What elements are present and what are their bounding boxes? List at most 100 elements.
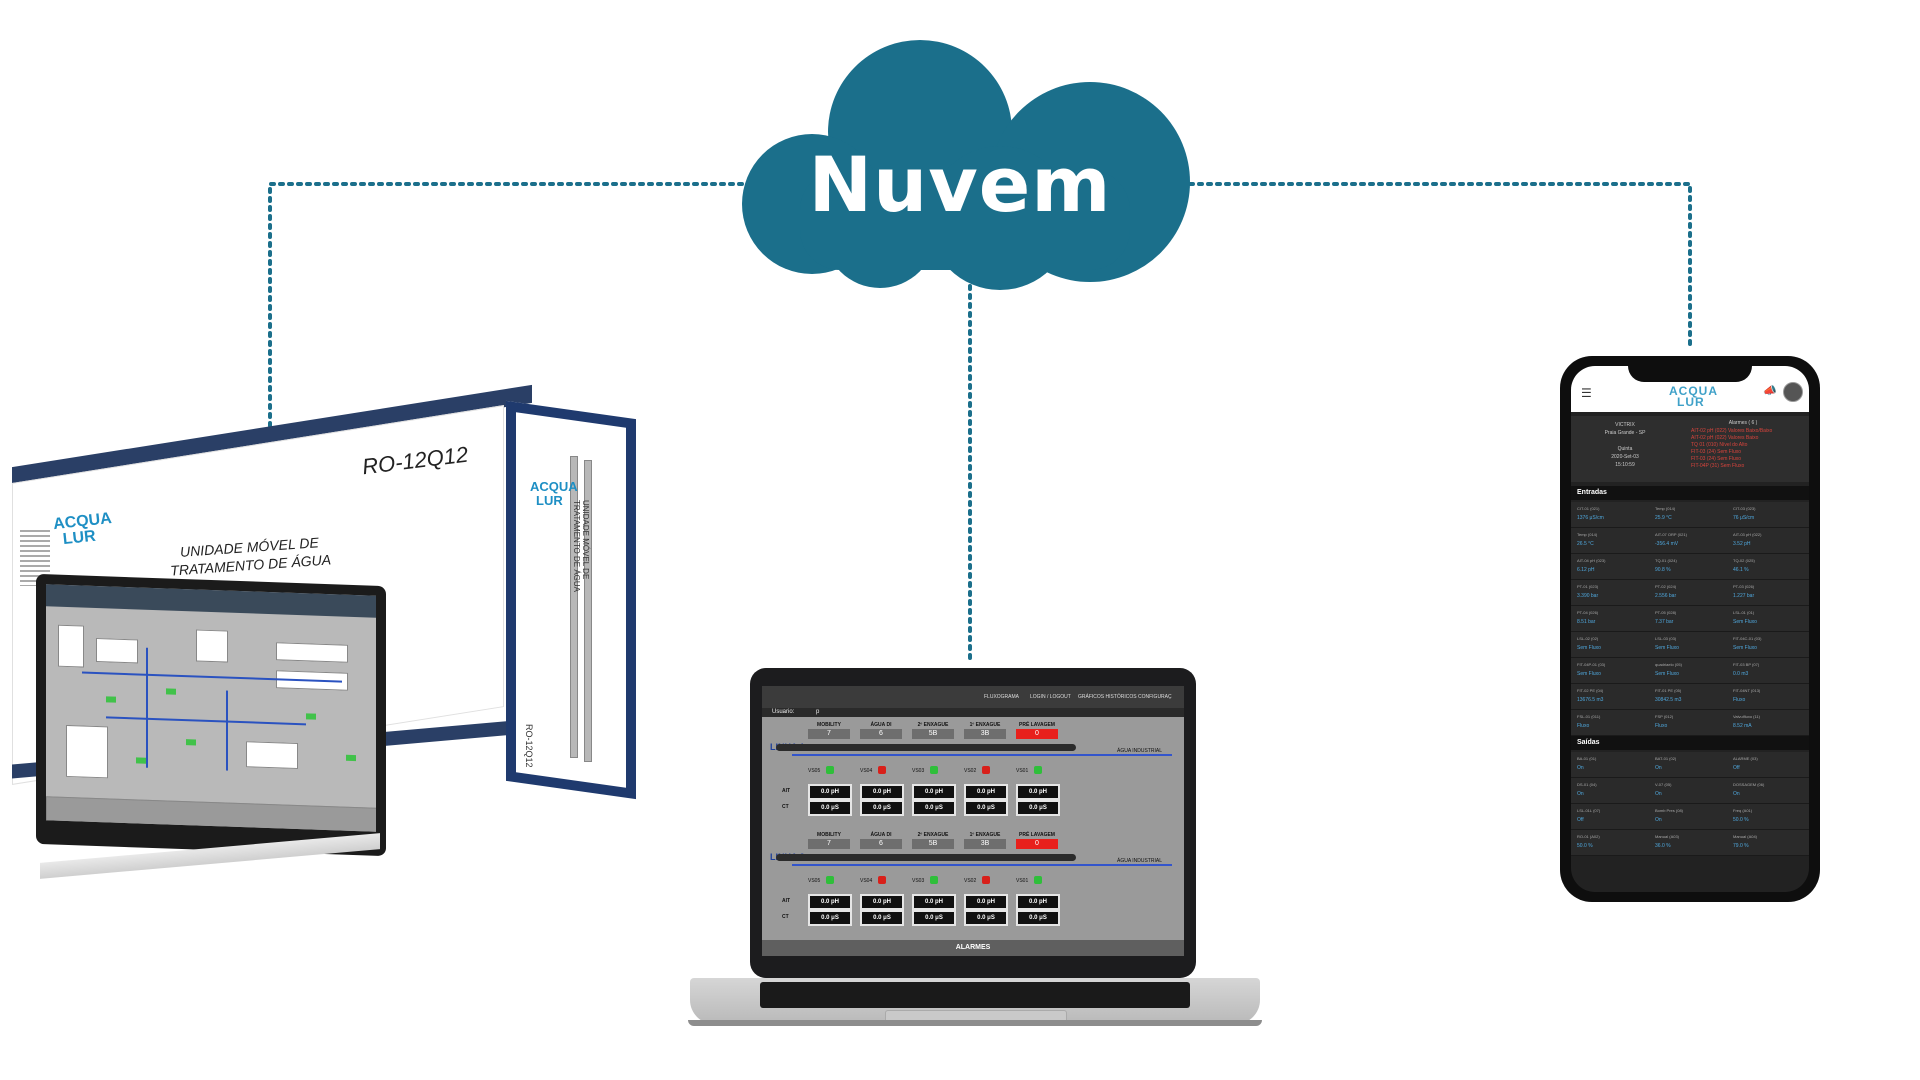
ph-meter: 0.0 pH — [808, 894, 852, 910]
connector-cloud-to-phone — [1188, 182, 1692, 352]
alarm-title: Alarmes ( 6 ) — [1728, 420, 1758, 426]
column-value: 7 — [808, 839, 850, 849]
logo-text-line1: ACQUA — [1669, 384, 1718, 398]
cell-label: LSL-02 (02) — [1577, 636, 1599, 641]
cell-label: FIT-04NT (013) — [1733, 688, 1761, 693]
valve-icon[interactable] — [982, 766, 990, 774]
cell-value: 13676.5 m3 — [1577, 697, 1604, 703]
ph-meter: 0.0 pH — [860, 784, 904, 800]
cell-value: 36.0 % — [1655, 843, 1671, 849]
phone-screen: ☰ ACQUA LUR 📣 VICTRIX Praia Grande - SP … — [1571, 366, 1809, 892]
cell-label: BA-01 (01) — [1577, 756, 1597, 761]
site-location: Praia Grande - SP — [1604, 430, 1646, 436]
cell-value: 1376 μS/cm — [1577, 515, 1604, 521]
column-header: MOBILITY — [817, 832, 841, 838]
cell-value: On — [1655, 817, 1662, 823]
valve-icon[interactable] — [1034, 766, 1042, 774]
menu-configuracao[interactable]: CONFIGURAÇ — [1138, 694, 1172, 700]
door-lock-bar — [570, 456, 578, 758]
cell-value: 1.227 bar — [1733, 593, 1755, 599]
cell-value: 79.0 % — [1733, 843, 1749, 849]
valve-icon[interactable] — [1034, 876, 1042, 884]
menu-login[interactable]: LOGIN / LOGOUT — [1030, 694, 1071, 700]
ph-row-tag: AIT — [782, 898, 791, 904]
column-header: MOBILITY — [817, 722, 841, 728]
cell-label: PT-01 (023) — [1577, 584, 1599, 589]
valve-label: VS02 — [964, 768, 977, 774]
cell-label: Bomb Pres (08) — [1655, 808, 1684, 813]
valve-label: VS01 — [1016, 878, 1029, 884]
alarm-item: AIT-02 pH (022) Valores Baixo — [1691, 435, 1759, 441]
site-day: Quinta — [1617, 446, 1633, 452]
valve-icon[interactable] — [878, 766, 886, 774]
valve-label: VS05 — [808, 878, 821, 884]
cloud-shape — [742, 40, 1190, 290]
user-label: Usuario: — [772, 709, 795, 715]
cell-value: Fluxo — [1577, 723, 1590, 729]
valve-icon[interactable] — [826, 876, 834, 884]
menu-graficos[interactable]: GRÁFICOS HISTÓRICOS — [1078, 694, 1137, 700]
container-side-logo: ACQUA LUR — [530, 480, 578, 508]
cell-value: Off — [1577, 817, 1584, 823]
cell-value: 2.556 bar — [1655, 593, 1677, 599]
laptop-screen: FLUXOGRAMA LOGIN / LOGOUT GRÁFICOS HISTÓ… — [762, 686, 1184, 956]
valve-icon[interactable] — [878, 876, 886, 884]
hmi-tank — [66, 724, 108, 779]
cell-value: 3.390 bar — [1577, 593, 1599, 599]
cell-label: CIT-01 (021) — [1577, 506, 1600, 511]
container-side-text: UNIDADE MÓVEL DE TRATAMENTO DE ÁGUA — [572, 500, 590, 593]
cell-value: Off — [1733, 765, 1740, 771]
menu-fluxograma[interactable]: FLUXOGRAMA — [984, 694, 1020, 700]
cell-label: PT-03 (026) — [1733, 584, 1755, 589]
alarm-item: AIT-02 pH (022) Valores Baixo/Baixo — [1691, 428, 1773, 434]
cell-value: 6.12 pH — [1577, 567, 1595, 573]
ct-row-tag: CT — [782, 914, 789, 920]
laptop-keyboard — [760, 982, 1190, 1008]
valve-icon[interactable] — [930, 876, 938, 884]
cell-label: quadriaelo (05) — [1655, 662, 1682, 667]
cell-value: Sem Fluxo — [1577, 671, 1601, 677]
cell-label: AIT-07 ORP (021) — [1655, 532, 1687, 537]
cell-value: On — [1577, 765, 1584, 771]
hmi-tank — [246, 741, 298, 770]
logo-text-line2: LUR — [1677, 395, 1705, 409]
cell-value: Sem Fluxo — [1655, 645, 1679, 651]
valve-icon[interactable] — [826, 766, 834, 774]
ph-meter: 0.0 pH — [808, 784, 852, 800]
hmi-tank — [58, 624, 84, 668]
cell-value: 90.8 % — [1655, 567, 1671, 573]
column-value: 3B — [964, 729, 1006, 739]
door-lock-bar — [584, 460, 592, 762]
cell-label: TQ-02 (025) — [1733, 558, 1755, 563]
cell-value: On — [1733, 791, 1740, 797]
valve-label: VS02 — [964, 878, 977, 884]
main-pipe — [776, 854, 1076, 861]
column-header: PRÉ LAVAGEM — [1019, 832, 1055, 838]
avatar[interactable] — [1783, 382, 1803, 402]
column-value: 0 — [1016, 729, 1058, 739]
notification-icon[interactable]: 📣 — [1763, 385, 1777, 397]
valve-icon[interactable] — [982, 876, 990, 884]
connector-lines — [268, 182, 1692, 666]
cell-value: 0.0 m3 — [1733, 671, 1749, 677]
cell-value: 26.5 °C — [1577, 541, 1594, 547]
valve-icon[interactable] — [930, 766, 938, 774]
site-name: VICTRIX — [1615, 422, 1635, 428]
cell-label: V-07 (05) — [1655, 782, 1672, 787]
cell-label: LSL-01L (07) — [1577, 808, 1601, 813]
column-header: 1º ENXAGUE — [969, 722, 1001, 728]
user-value: p — [816, 709, 820, 715]
conductivity-meter: 0.0 μS — [964, 910, 1008, 926]
container-logo: ACQUA LUR — [52, 510, 114, 549]
conductivity-meter: 0.0 μS — [808, 800, 852, 816]
hamburger-menu-icon[interactable]: ☰ — [1581, 386, 1592, 400]
water-pipe — [792, 754, 1172, 756]
alarm-item: FIT-03 (24) Sem Fluxo — [1691, 449, 1742, 455]
connector-cloud-to-container — [268, 182, 762, 458]
phone-app-header: ☰ ACQUA LUR 📣 — [1571, 366, 1809, 412]
logo-text-line2: LUR — [536, 493, 563, 508]
alarm-bar[interactable]: ALARMES — [762, 940, 1184, 956]
